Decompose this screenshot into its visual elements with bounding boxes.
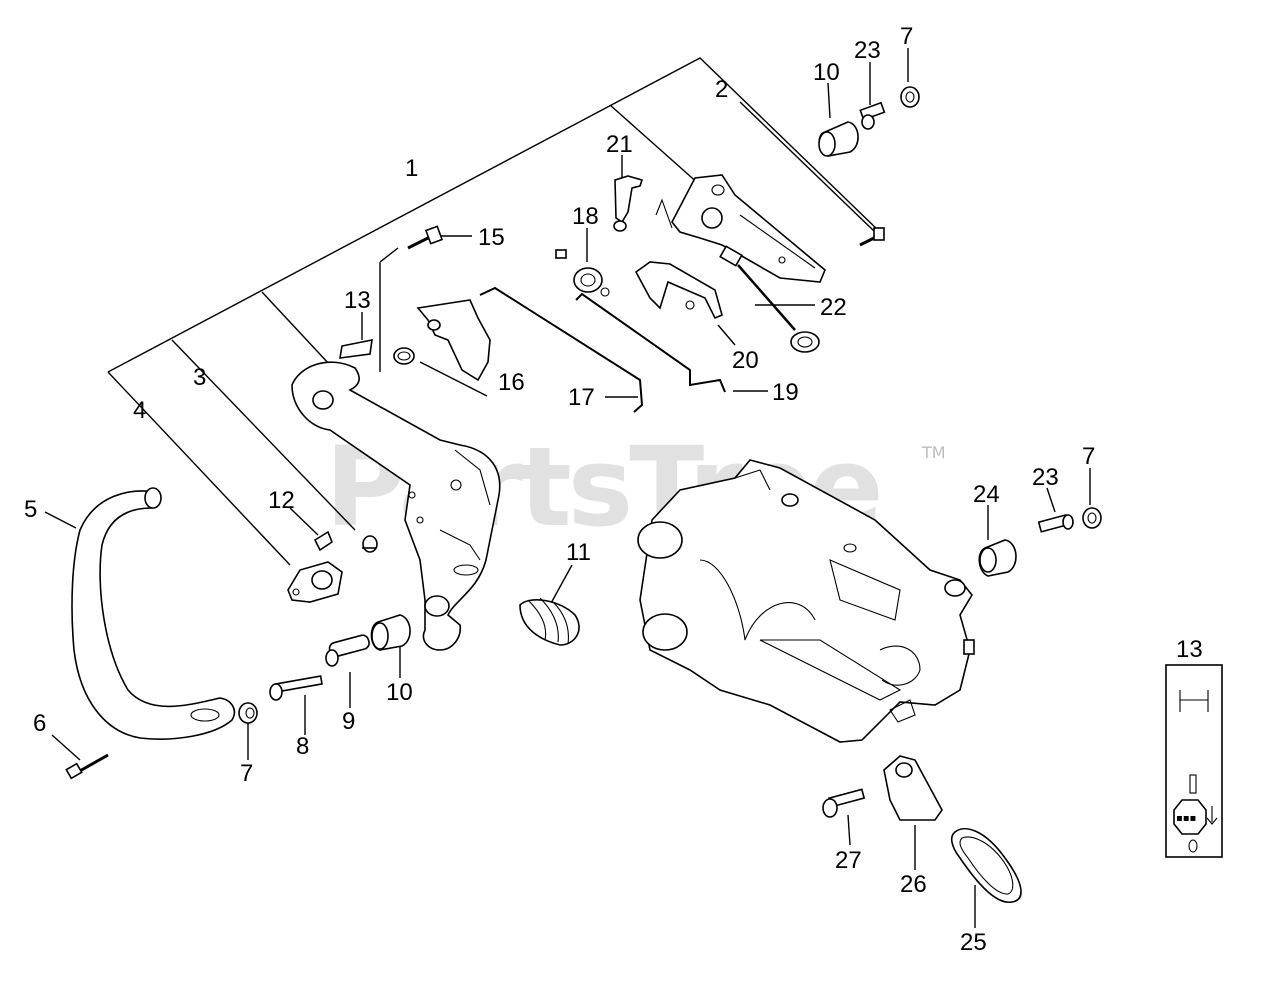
crankcase [637, 459, 975, 743]
screw-3 [362, 535, 378, 553]
screw-27 [822, 788, 866, 818]
throttle-housing-2 [655, 174, 826, 283]
callout-13-small: 13 [344, 287, 371, 314]
screw-6 [65, 753, 109, 780]
callout-11: 11 [566, 539, 591, 566]
screw-23-top [859, 101, 886, 130]
leader-lines [44, 48, 1091, 928]
washer-7-left [238, 702, 258, 724]
bushing-10-lower [370, 614, 411, 651]
callout-16: 16 [498, 369, 525, 396]
washer-7-top [900, 86, 920, 108]
callout-7-top: 7 [900, 23, 913, 50]
screw-2 [859, 227, 885, 247]
rod-19 [575, 292, 726, 393]
callout-19: 19 [772, 379, 799, 406]
callout-6: 6 [33, 710, 46, 737]
callout-9: 9 [342, 708, 355, 735]
bushing-24 [978, 539, 1017, 577]
callout-17: 17 [568, 384, 595, 411]
decal-stop-mark: ▪▪▪ [1176, 813, 1196, 824]
decal-13-small [339, 338, 373, 359]
spring-18 [555, 249, 610, 297]
gasket-25 [950, 828, 1022, 903]
bolt-8 [269, 675, 323, 701]
callout-12: 12 [268, 487, 295, 514]
callout-5: 5 [24, 496, 37, 523]
callout-7-right: 7 [1082, 443, 1095, 470]
callout-26: 26 [900, 871, 927, 898]
callout-20: 20 [732, 347, 759, 374]
spring-11 [519, 597, 580, 646]
callout-22: 22 [820, 294, 847, 321]
plate-26 [883, 755, 943, 821]
clip-12 [313, 530, 333, 552]
bracket-4 [287, 561, 343, 603]
callout-7-left: 7 [240, 760, 253, 787]
front-handle [71, 487, 236, 740]
lockout-16 [393, 299, 491, 382]
callout-18: 18 [572, 203, 599, 230]
washer-7-right [1082, 507, 1102, 529]
callout-10-top: 10 [813, 59, 840, 86]
rod-17 [479, 286, 644, 413]
callout-2: 2 [715, 76, 728, 103]
screw-15 [407, 225, 444, 250]
callout-27: 27 [835, 847, 862, 874]
rear-handle [291, 361, 501, 651]
callout-25: 25 [960, 929, 987, 956]
decal-13-large: ▪▪▪ [1165, 664, 1223, 858]
lever-21 [613, 175, 644, 232]
callout-24: 24 [973, 481, 1000, 508]
screw-23-right [1037, 513, 1074, 533]
callout-labels: 1 2 3 4 5 6 7 7 7 8 9 10 10 11 12 13 13 … [24, 23, 1203, 956]
bushing-10-top [818, 121, 859, 157]
callout-1: 1 [405, 155, 418, 182]
callout-10-lower: 10 [386, 679, 413, 706]
callout-3: 3 [193, 364, 206, 391]
watermark-tm: TM [921, 443, 946, 462]
trigger-20 [634, 261, 723, 320]
callout-21: 21 [606, 131, 633, 158]
pin-9 [325, 634, 370, 667]
callout-23-right: 23 [1032, 464, 1059, 491]
cable-22 [719, 245, 820, 353]
callout-15: 15 [478, 224, 505, 251]
callout-13-decal: 13 [1176, 636, 1203, 663]
callout-23-top: 23 [854, 37, 881, 64]
callout-8: 8 [296, 733, 309, 760]
callout-4: 4 [133, 397, 146, 424]
